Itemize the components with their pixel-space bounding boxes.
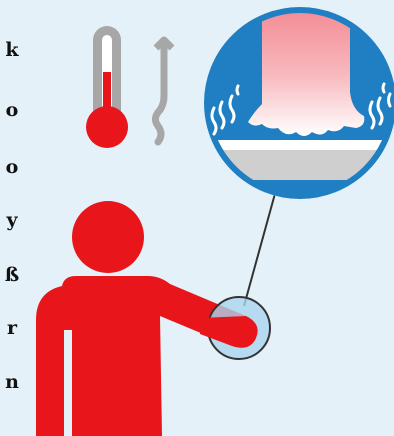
rising-heat-arrow-icon: [155, 40, 172, 142]
magnifier-lens-icon: [200, 0, 394, 220]
thermometer-icon: [86, 26, 128, 148]
connector-line: [244, 190, 276, 306]
person-icon: [36, 201, 270, 436]
